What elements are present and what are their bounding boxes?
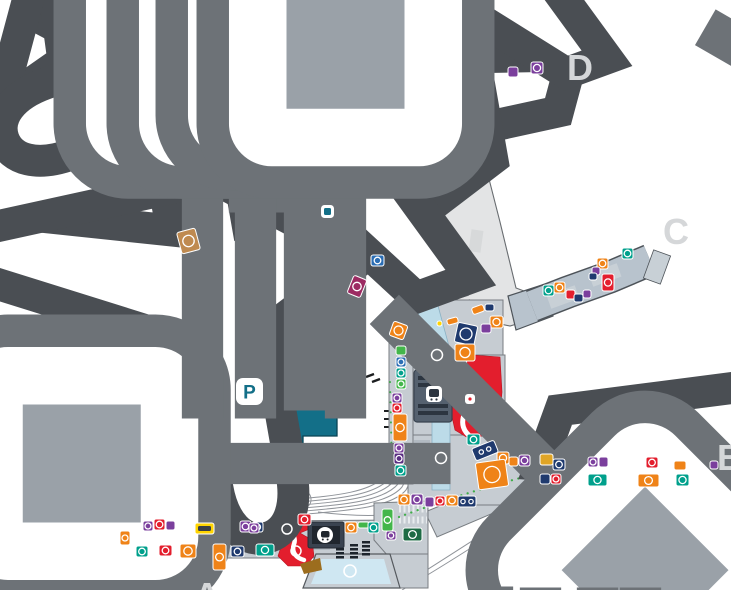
poi-icon[interactable] [344,521,358,534]
poi-icon[interactable] [248,522,260,534]
corridor-icon [430,348,444,362]
concourse-d-label: D [567,47,593,88]
poi-icon[interactable] [621,247,634,260]
poi-icon[interactable] [530,61,544,75]
poi-icon[interactable] [395,378,407,390]
train-icon [324,208,331,215]
badges: P [236,205,475,578]
poi-icon[interactable] [454,343,476,362]
bronze-wedge [300,558,322,574]
poi-icon[interactable] [539,473,551,485]
poi-icon[interactable] [395,367,407,379]
gate-marker[interactable] [638,0,731,394]
poi-icon[interactable] [389,321,408,340]
poi-icon[interactable] [598,456,609,468]
poi-layer [119,61,719,571]
poi-icon[interactable] [394,464,407,477]
poi-icon[interactable] [508,456,519,467]
poi-icon[interactable] [471,440,499,461]
concourse-c-label: C [663,211,689,252]
poi-icon[interactable] [402,527,423,542]
poi-icon[interactable] [176,227,201,255]
poi-icon[interactable] [410,493,424,506]
poi-icon[interactable] [573,293,584,303]
poi-icon[interactable] [454,322,478,346]
poi-icon[interactable] [392,413,408,442]
poi-icon[interactable] [385,530,397,541]
poi-icon[interactable] [179,543,197,559]
concourse-b-label: B [717,437,731,478]
concourse-c [507,244,672,331]
poi-icon[interactable] [434,495,446,507]
poi-icon[interactable] [391,392,403,404]
poi-icon[interactable] [367,521,380,534]
poi-icon[interactable] [153,518,166,531]
poi-icon[interactable] [675,473,690,487]
poi-icon[interactable] [391,402,403,414]
train-icon [429,389,439,397]
poi-icon[interactable] [395,345,407,356]
poi-icon[interactable] [552,458,566,471]
poi-icon[interactable] [596,257,609,270]
poi-icon[interactable] [370,254,385,267]
poi-icon[interactable] [587,473,608,487]
red-zone-icon [281,523,293,535]
poi-icon[interactable] [466,433,481,446]
poi-icon[interactable] [601,273,615,292]
poi-icon[interactable] [539,453,554,466]
poi-icon[interactable] [393,442,405,454]
poi-icon[interactable] [393,452,405,465]
poi-icon[interactable] [588,272,598,281]
poi-icon[interactable] [142,520,154,532]
parking-label: P [243,383,256,404]
red-zone-icon [290,545,302,557]
corridor-icon [434,451,448,465]
poi-icon[interactable] [381,508,394,532]
poi-icon[interactable] [230,545,245,558]
poi-icon[interactable] [457,495,477,508]
poi-icon[interactable] [297,513,312,526]
poi-icon[interactable] [645,456,659,469]
poi-icon[interactable] [446,316,459,326]
poi-icon[interactable] [255,543,275,557]
poi-icon[interactable] [637,473,660,488]
structures [336,541,370,559]
poi-icon[interactable] [357,521,370,529]
poi-icon[interactable] [489,315,504,329]
poi-icon[interactable] [471,304,485,315]
poi-icon[interactable] [518,454,531,467]
poi-icon[interactable] [484,303,495,312]
poi-icon[interactable] [673,460,687,471]
poi-icon[interactable] [553,281,566,294]
poi-icon[interactable] [158,544,173,557]
poi-icon[interactable] [709,460,719,470]
poi-icon[interactable] [507,66,519,78]
poi-icon[interactable] [542,284,555,297]
poi-icon[interactable] [119,530,131,546]
poi-icon[interactable] [475,458,509,491]
train-icon [321,531,330,538]
poi-icon[interactable] [165,520,176,531]
poi-icon[interactable] [424,496,435,508]
poi-icon[interactable] [194,522,215,535]
poi-icon[interactable] [587,456,599,468]
poi-icon[interactable] [436,320,443,327]
poi-icon[interactable] [550,473,562,485]
pool [311,559,391,584]
poi-icon[interactable] [445,494,459,507]
poi-icon[interactable] [212,543,227,571]
pool-icon [343,564,357,578]
poi-icon[interactable] [395,356,407,368]
poi-icon[interactable] [397,493,411,506]
poi-icon[interactable] [480,323,492,334]
poi-icon[interactable] [582,289,592,299]
poi-icon[interactable] [347,275,367,298]
concourse-a-label: A [194,575,220,590]
poi-icon[interactable] [135,545,149,558]
parking-badge[interactable] [236,378,263,405]
